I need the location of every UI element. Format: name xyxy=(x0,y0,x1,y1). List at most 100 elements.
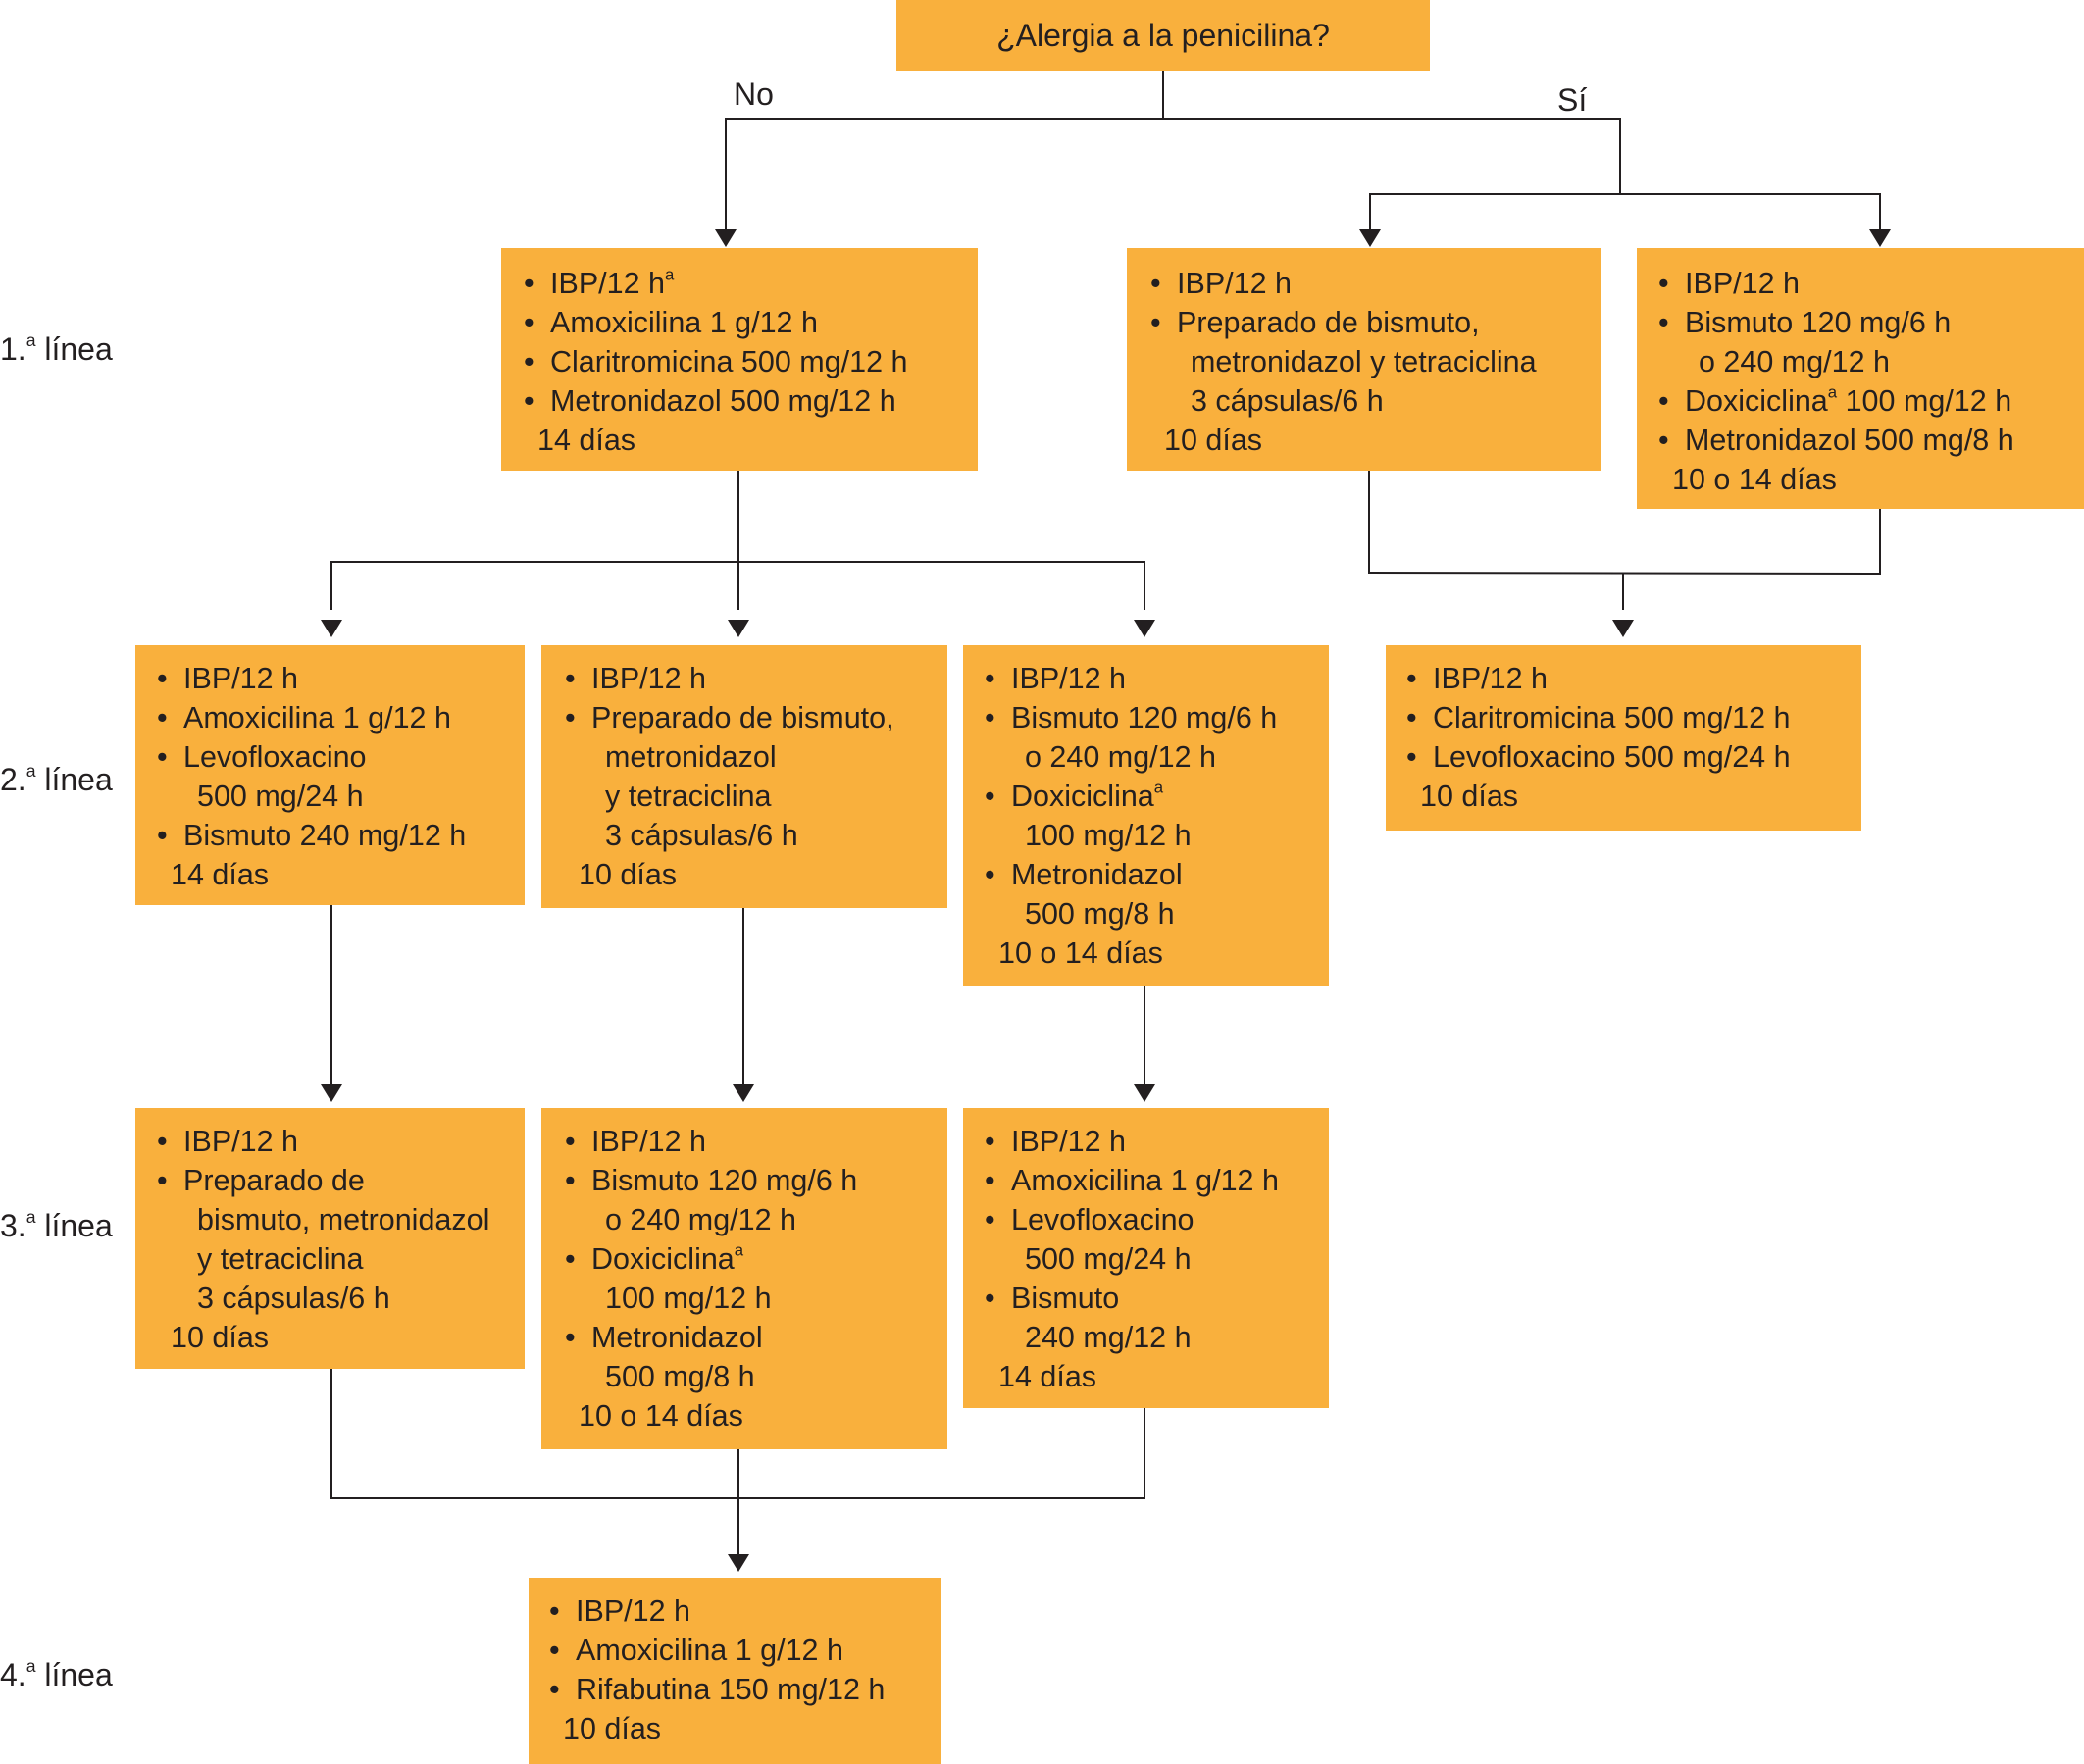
drug-text: y tetraciclina xyxy=(197,1242,364,1276)
drug-item: IBP/12 h xyxy=(985,1122,1329,1161)
drug-item: IBP/12 h xyxy=(1150,264,1601,303)
line-label-1: 1.a línea xyxy=(0,329,113,367)
drug-item: IBP/12 h xyxy=(985,659,1329,698)
drug-item: Claritromicina 500 mg/12 h xyxy=(524,342,978,381)
treatment-box-l1-yes-a: IBP/12 hPreparado de bismuto, metronidazo… xyxy=(1127,248,1601,471)
drug-text: IBP/12 h xyxy=(576,1594,690,1628)
drug-item: Metronidazol 500 mg/8 h xyxy=(1658,421,2084,460)
treatment-box-l2-d: IBP/12 h Claritromicina 500 mg/12 h Levofl… xyxy=(1386,645,1861,831)
drug-text: bismuto, metronidazol xyxy=(197,1203,490,1236)
drug-item: IBP/12 h xyxy=(565,1122,947,1161)
drug-text: Metronidazol xyxy=(1011,858,1183,891)
treatment-box-l2-b: IBP/12 h Preparado de bismuto, metronidazo… xyxy=(541,645,947,908)
branch-label-no: No xyxy=(734,76,774,112)
drug-item: Levofloxacino 500 mg/24 h xyxy=(157,737,525,816)
treatment-box-l2-c: IBP/12 hBismuto 120 mg/6 ho 240 mg/12 hD… xyxy=(963,645,1329,986)
drug-text: Preparado de bismuto, xyxy=(591,701,894,734)
drug-list: IBP/12 hBismuto 120 mg/6 ho 240 mg/12 hD… xyxy=(985,659,1329,933)
drug-text: Amoxicilina 1 g/12 h xyxy=(550,306,818,339)
drug-list: IBP/12 h Preparado de bismuto, metronidazo… xyxy=(565,659,947,855)
drug-text: IBP/12 h xyxy=(1685,267,1800,300)
drug-list: IBP/12 hBismuto 120 mg/6 ho 240 mg/12 hD… xyxy=(565,1122,947,1396)
drug-text: Bismuto 120 mg/6 h xyxy=(1685,306,1952,339)
drug-text: 100 mg/12 h xyxy=(605,1282,772,1315)
drug-list: IBP/12 haAmoxicilina 1 g/12 h Claritromic… xyxy=(524,264,978,421)
footnote-marker: a xyxy=(734,1240,744,1260)
drug-list: IBP/12 h Preparado de bismuto, metronidazo… xyxy=(157,1122,525,1318)
drug-text: Bismuto 240 mg/12 h xyxy=(183,819,467,852)
drug-text: Claritromicina 500 mg/12 h xyxy=(1433,701,1791,734)
drug-item: Bismuto 240 mg/12 h xyxy=(157,816,525,855)
drug-text: 500 mg/24 h xyxy=(197,780,364,813)
arrowhead-l2-d xyxy=(1612,620,1634,637)
drug-text: Bismuto 120 mg/6 h xyxy=(1011,701,1278,734)
drug-text: Rifabutina 150 mg/12 h xyxy=(576,1673,886,1706)
drug-item: IBP/12 h xyxy=(1658,264,2084,303)
drug-item: Amoxicilina 1 g/12 h xyxy=(985,1161,1329,1200)
drug-item: IBP/12 h xyxy=(1406,659,1861,698)
duration-text: 10 días xyxy=(171,1321,270,1354)
drug-text: Levofloxacino xyxy=(1011,1203,1194,1236)
treatment-box-l1-yes-b: IBP/12 hBismuto 120 mg/6 ho 240 mg/12 hD… xyxy=(1637,248,2084,509)
drug-text: Preparado de bismuto, xyxy=(1177,306,1480,339)
duration-text: 10 días xyxy=(563,1712,662,1745)
drug-text: metronidazol xyxy=(605,740,777,774)
drug-text: y tetraciclina xyxy=(605,780,772,813)
arrowhead-l4 xyxy=(728,1554,749,1572)
drug-list: IBP/12 h Amoxicilina 1 g/12 h Rifabutina 1… xyxy=(549,1591,941,1709)
drug-text: Claritromicina 500 mg/12 h xyxy=(550,345,908,378)
drug-text: 3 cápsulas/6 h xyxy=(605,819,798,852)
drug-item: Metronidazol 500 mg/12 h xyxy=(524,381,978,421)
drug-text: IBP/12 h xyxy=(591,662,706,695)
duration-text: 10 o 14 días xyxy=(1672,463,1837,496)
arrowhead-l3-c xyxy=(1134,1084,1155,1102)
drug-list: IBP/12 h Claritromicina 500 mg/12 h Levofl… xyxy=(1406,659,1861,777)
drug-item: Metronidazol 500 mg/8 h xyxy=(985,855,1329,933)
drug-item: Preparado de bismuto, metronidazol y tetra… xyxy=(565,698,947,855)
drug-text: IBP/12 h xyxy=(183,1125,298,1158)
drug-text: metronidazol y tetraciclina xyxy=(1191,345,1537,378)
drug-item: Preparado de bismuto, metronidazol y tetra… xyxy=(157,1161,525,1318)
drug-text: 500 mg/8 h xyxy=(1025,897,1175,931)
drug-text: Metronidazol 500 mg/8 h xyxy=(1685,424,2014,457)
drug-text: Levofloxacino xyxy=(183,740,367,774)
drug-text: IBP/12 h xyxy=(183,662,298,695)
drug-text: Doxiciclinaa xyxy=(1011,778,1164,813)
connector-yes-split xyxy=(1369,193,1881,235)
duration-text: 10 o 14 días xyxy=(998,936,1163,970)
arrowhead-l2-b xyxy=(728,620,749,637)
duration-text: 14 días xyxy=(537,424,636,457)
drug-text: Amoxicilina 1 g/12 h xyxy=(576,1634,843,1667)
duration-text: 10 días xyxy=(1420,780,1519,813)
line-label-3: 3.a línea xyxy=(0,1206,113,1243)
drug-text: o 240 mg/12 h xyxy=(1025,740,1217,774)
drug-text: Metronidazol xyxy=(591,1321,763,1354)
question-box: ¿Alergia a la penicilina? xyxy=(896,0,1430,71)
drug-text: Bismuto xyxy=(1011,1282,1120,1315)
duration-text: 14 días xyxy=(998,1360,1097,1393)
drug-text: IBP/12 h xyxy=(1433,662,1548,695)
drug-item: Amoxicilina 1 g/12 h xyxy=(549,1631,941,1670)
drug-text: Amoxicilina 1 g/12 h xyxy=(1011,1164,1279,1197)
drug-text: Preparado de xyxy=(183,1164,365,1197)
drug-item: IBP/12 ha xyxy=(524,264,978,303)
drug-text: Levofloxacino 500 mg/24 h xyxy=(1433,740,1791,774)
duration-text: 10 días xyxy=(1164,424,1263,457)
connector-l1-no-split xyxy=(330,561,1145,610)
drug-item: Amoxicilina 1 g/12 h xyxy=(524,303,978,342)
arrowhead-l1-no xyxy=(715,229,737,247)
treatment-box-l1-no: IBP/12 haAmoxicilina 1 g/12 h Claritromic… xyxy=(501,248,978,471)
drug-item: IBP/12 h xyxy=(157,1122,525,1161)
drug-item: IBP/12 h xyxy=(157,659,525,698)
drug-item: Bismuto 120 mg/6 ho 240 mg/12 h xyxy=(565,1161,947,1239)
arrowhead-l3-a xyxy=(321,1084,342,1102)
duration-text: 10 o 14 días xyxy=(579,1399,743,1433)
duration-text: 10 días xyxy=(579,858,678,891)
drug-item: IBP/12 h xyxy=(565,659,947,698)
drug-item: Bismuto 120 mg/6 ho 240 mg/12 h xyxy=(1658,303,2084,381)
